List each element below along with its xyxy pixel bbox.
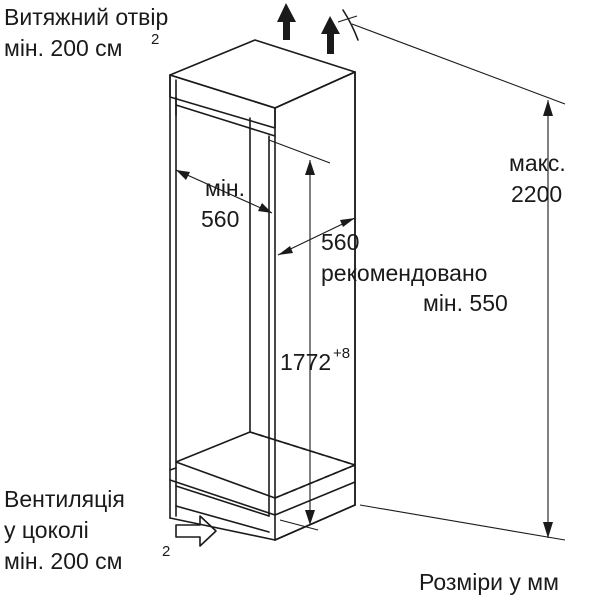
exhaust-arrows: [277, 3, 340, 54]
vent-label-superscript: 2: [162, 543, 170, 560]
interior-height-dimension: [268, 139, 331, 531]
vent-label-line1: Вентиляція: [4, 486, 125, 512]
vent-inlet-arrow: [175, 515, 217, 547]
width-dimension: [175, 169, 273, 214]
cabinet-niche: [169, 39, 356, 541]
inlet-arrow-icon: [175, 515, 217, 547]
interior-height-value: 1772: [280, 349, 331, 375]
max-height-value: 2200: [511, 181, 562, 207]
max-height-dimension: [337, 9, 566, 541]
exhaust-arrow-icon: [321, 16, 340, 54]
depth-value: 560: [321, 229, 359, 255]
depth-min-label: мін. 550: [423, 290, 508, 316]
depth-recommended-label: рекомендовано: [321, 260, 487, 286]
vent-label-line2: у цоколі: [4, 517, 89, 543]
exhaust-label-superscript: 2: [151, 31, 159, 48]
break-mark-icon: [342, 9, 359, 41]
vent-label-line3: мін. 200 см: [4, 548, 122, 574]
exhaust-label-line1: Витяжний отвір: [4, 4, 168, 30]
cabinet-bottom-shelf: [175, 431, 356, 499]
exhaust-label-line2: мін. 200 см: [4, 35, 122, 61]
max-height-label: макс.: [509, 150, 566, 176]
units-note: Розміри у мм: [419, 569, 559, 595]
exhaust-arrow-icon: [277, 3, 296, 40]
width-label: мін.: [205, 175, 245, 201]
interior-height-tolerance: +8: [333, 345, 350, 362]
width-value: 560: [201, 206, 239, 232]
depth-dimension: [277, 217, 356, 256]
